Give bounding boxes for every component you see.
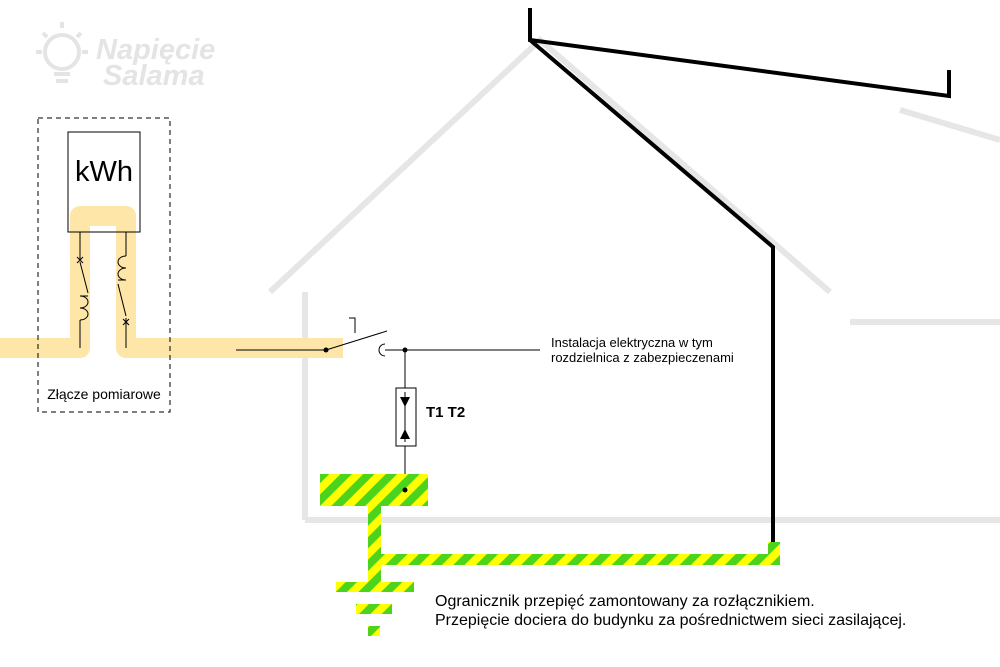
switch-pivot [323, 347, 329, 353]
lightbulb-icon [36, 22, 88, 83]
ground-bar-3 [368, 626, 380, 636]
earthing-conductor [368, 506, 381, 588]
ground-bar-1 [336, 582, 414, 592]
busbar-connection-dot [402, 487, 408, 493]
installation-label-line2: rozdzielnica z zabezpieczenami [551, 350, 734, 365]
watermark-logo: Napięcie Salama [36, 22, 215, 92]
meter-wiring [76, 232, 130, 348]
installation-label-line1: Instalacja elektryczna w tym [551, 335, 713, 350]
ground-bar-2 [356, 604, 392, 614]
supply-highlight [0, 206, 343, 358]
conductor-joint [768, 542, 780, 565]
building-lightning-protection [528, 8, 951, 542]
caption-line2: Przepięcie dociera do budynku za pośredn… [435, 612, 906, 629]
caption-line1: Ogranicznik przepięć zamontowany za rozł… [435, 593, 815, 610]
disconnector-switch [236, 317, 388, 357]
earthing-system [320, 474, 780, 636]
surge-arrester [395, 387, 417, 447]
arrester-label: T1 T2 [426, 404, 465, 421]
lightning-conductor-link [378, 554, 780, 565]
watermark-house [267, 35, 1000, 523]
kwh-meter [67, 131, 141, 233]
watermark-line1: Napięcie [96, 34, 215, 66]
earthing-busbar [320, 474, 428, 506]
arrester-arrows-icon [400, 392, 410, 442]
meter-box [37, 117, 171, 413]
kwh-meter-label: kWh [75, 156, 133, 188]
watermark-line2: Salama [103, 60, 205, 92]
meter-box-label: Złącze pomiarowe [47, 386, 161, 402]
